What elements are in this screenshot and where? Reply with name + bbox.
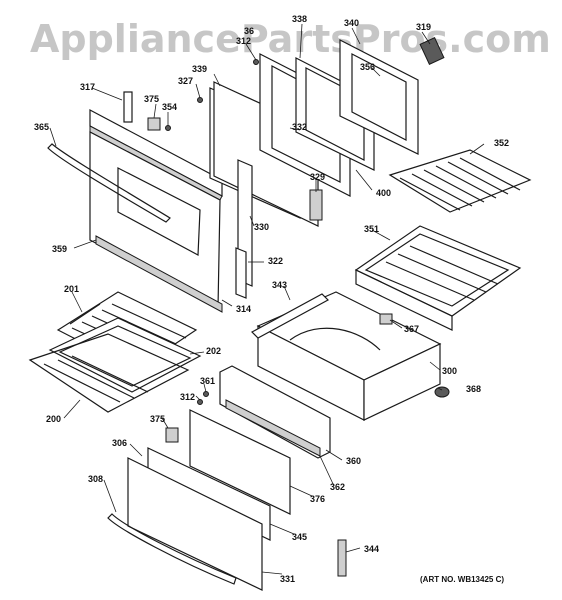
callout-labels: 319 338 340 36 312 356 339 327 317 375 3…: [34, 14, 509, 584]
part-340-inner-window: [351, 53, 407, 141]
callout-375-lower: 375: [150, 414, 165, 424]
part-344-drawer-bracket: [337, 539, 347, 577]
part-354-screw: [165, 125, 171, 131]
part-375-bracket-lower: [165, 427, 179, 443]
part-360-drawer-frame: [219, 365, 331, 459]
part-317-post: [123, 91, 133, 123]
callout-331: 331: [280, 574, 295, 584]
part-359-door-bottom-trim: [95, 235, 223, 313]
callout-332: 332: [292, 122, 307, 132]
callout-362: 362: [330, 482, 345, 492]
callout-312-lower: 312: [180, 392, 195, 402]
part-319-hinge: [419, 36, 445, 66]
part-door-window: [117, 167, 201, 256]
part-361-screw: [203, 391, 209, 397]
callout-312-top: 312: [236, 36, 251, 46]
callout-308: 308: [88, 474, 103, 484]
callout-329: 329: [310, 172, 325, 182]
callout-317: 317: [80, 82, 95, 92]
callout-360: 360: [346, 456, 361, 466]
part-327-screw: [197, 97, 203, 103]
callout-359: 359: [52, 244, 67, 254]
part-367-roller: [379, 313, 393, 325]
callout-36: 36: [244, 26, 254, 36]
callout-376: 376: [310, 494, 325, 504]
callout-300: 300: [442, 366, 457, 376]
callout-338: 338: [292, 14, 307, 24]
part-200-oven-rack-lower: [28, 333, 190, 413]
callout-367: 367: [404, 324, 419, 334]
part-312-screw-top: [253, 59, 259, 65]
part-375-bracket-top: [147, 117, 161, 131]
callout-200: 200: [46, 414, 61, 424]
part-308-drawer-handle: [107, 513, 237, 585]
part-376-drawer-inner-panel: [189, 409, 291, 515]
part-300-drawer-body: [256, 291, 442, 421]
part-202-broiler-pan: [48, 317, 202, 393]
callout-352: 352: [494, 138, 509, 148]
callout-375-top: 375: [144, 94, 159, 104]
callout-319: 319: [416, 22, 431, 32]
callout-365: 365: [34, 122, 49, 132]
callout-330: 330: [254, 222, 269, 232]
part-352-oven-rack: [388, 149, 532, 213]
callout-400: 400: [376, 188, 391, 198]
callout-202: 202: [206, 346, 221, 356]
callout-327: 327: [178, 76, 193, 86]
callout-306: 306: [112, 438, 127, 448]
part-329-bracket: [309, 189, 323, 221]
callout-351: 351: [364, 224, 379, 234]
callout-345: 345: [292, 532, 307, 542]
callout-201: 201: [64, 284, 79, 294]
callout-314: 314: [236, 304, 251, 314]
callout-356: 356: [360, 62, 375, 72]
part-343-drawer-slide: [251, 293, 329, 339]
callout-343: 343: [272, 280, 287, 290]
callout-368: 368: [466, 384, 481, 394]
part-368-knob: [434, 386, 450, 398]
part-202-pan-rim: [58, 325, 192, 387]
callout-354: 354: [162, 102, 177, 112]
part-306-drawer-front: [127, 457, 263, 591]
callout-340: 340: [344, 18, 359, 28]
part-322-side-trim: [235, 247, 247, 299]
callout-339: 339: [192, 64, 207, 74]
callout-322: 322: [268, 256, 283, 266]
callout-361: 361: [200, 376, 215, 386]
part-351-broiler-pan: [354, 225, 522, 331]
part-340-inner-door: [339, 39, 419, 155]
watermark-text: AppliancePartsPros.com: [30, 17, 551, 61]
part-312-screw-lower: [197, 399, 203, 405]
part-365-door-handle: [47, 143, 171, 223]
leader-lines: [49, 23, 485, 575]
art-number: (ART NO. WB13425 C): [420, 575, 504, 584]
callout-344: 344: [364, 544, 379, 554]
